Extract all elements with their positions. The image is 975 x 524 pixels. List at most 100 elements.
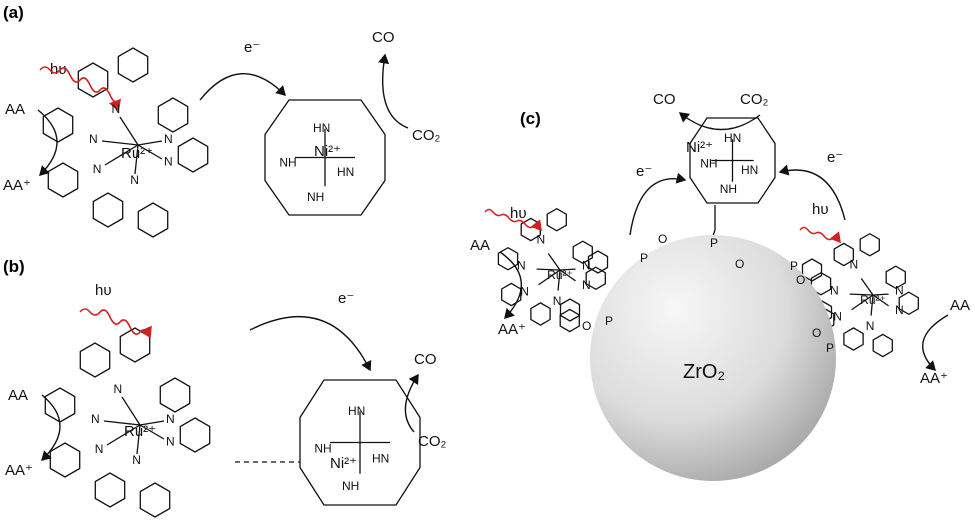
pyridine-ring — [559, 298, 581, 322]
bond — [872, 294, 889, 307]
electron-label-right: e⁻ — [827, 149, 843, 166]
zro2-sphere — [590, 235, 836, 481]
co-label: CO — [414, 351, 437, 368]
bond — [104, 144, 139, 166]
aa-plus-label-right: AA⁺ — [920, 370, 948, 387]
co-label: CO — [653, 91, 676, 108]
pyridine-ring — [859, 232, 880, 257]
phosphorus-atom: P — [605, 314, 613, 328]
ni-center: Ni²⁺ — [330, 455, 357, 472]
aa-plus-label: AA⁺ — [5, 462, 33, 479]
bond — [139, 424, 165, 440]
panel-a: (a) hυ Ru²⁺ e⁻ Ni²⁺ CO CO₂ AA AA⁺ — [3, 3, 441, 194]
atom-n: N — [895, 283, 904, 297]
light-label: hυ — [50, 61, 67, 78]
aa-oxidation-arrow — [37, 109, 58, 176]
atom-n: N — [866, 319, 875, 333]
ru-center-right: Ru²⁺ — [860, 293, 886, 307]
atom-n: N — [166, 412, 175, 426]
pyridine-ring — [572, 240, 593, 265]
bond — [547, 253, 561, 271]
atom-n: N — [582, 278, 591, 292]
phosphorus-atom: P — [710, 236, 718, 250]
atom-n: N — [166, 434, 175, 448]
pyridine-ring — [872, 333, 893, 358]
bond — [559, 268, 576, 271]
pyridine-ring — [49, 442, 81, 478]
atom-n: N — [895, 303, 904, 317]
pyridine-ring — [79, 342, 111, 378]
pyridine-ring — [843, 327, 864, 351]
bond — [103, 420, 141, 426]
bond — [121, 396, 141, 426]
light-wave-right — [799, 226, 841, 244]
aa-label-left: AA — [470, 237, 490, 254]
pyridine-ring — [177, 137, 209, 173]
co2-reduction-arrow — [404, 373, 419, 433]
light-label-left: hυ — [510, 205, 527, 222]
atom-n: N — [537, 232, 546, 246]
atom-n: N — [93, 162, 102, 176]
oxygen-atom: O — [658, 232, 667, 246]
pyridine-ring — [179, 417, 211, 453]
atom-n: N — [91, 412, 100, 426]
bond — [137, 144, 163, 160]
panel-c-label: (c) — [520, 109, 541, 128]
light-label: hυ — [95, 282, 112, 299]
light-wave — [39, 66, 122, 112]
phosphorus-atom: P — [640, 251, 648, 265]
oxygen-atom: O — [796, 273, 805, 287]
panel-b: (b) hυ Ru²⁺ e⁻ Ni²⁺ CO CO₂ AA AA⁺ — [3, 257, 447, 479]
pyridine-ring — [501, 282, 522, 307]
pyridine-ring — [77, 62, 109, 98]
cyclam-macrocycle — [689, 117, 776, 204]
bond — [134, 144, 139, 175]
atom-n: N — [112, 102, 121, 116]
light-label-right: hυ — [812, 201, 829, 218]
atom-n: N — [114, 382, 123, 396]
atom-hn: HN — [724, 131, 741, 145]
bond — [101, 140, 139, 146]
phosphorus-atom: P — [826, 341, 834, 355]
atom-n: N — [520, 284, 529, 298]
atom-n: N — [89, 132, 98, 146]
electron-arrow-right — [778, 164, 846, 221]
atom-nh: NH — [314, 442, 331, 456]
pyridine-ring — [44, 387, 76, 423]
atom-n: N — [830, 283, 839, 297]
cyclam-macrocycle — [264, 99, 386, 216]
electron-label: e⁻ — [244, 39, 260, 56]
electron-transfer-arrow — [249, 316, 372, 372]
atom-n: N — [95, 442, 104, 456]
atom-hn: HN — [337, 165, 354, 179]
atom-nh: NH — [342, 479, 359, 493]
ni-center: Ni²⁺ — [686, 139, 713, 156]
bond — [536, 268, 561, 271]
co2-label: CO₂ — [740, 91, 769, 108]
atom-n: N — [850, 257, 859, 271]
bond — [119, 116, 139, 146]
bond — [136, 424, 141, 455]
atom-n: N — [164, 154, 173, 168]
pyridine-ring — [587, 250, 609, 274]
co2-label: CO₂ — [418, 433, 447, 450]
bond — [557, 269, 561, 291]
panel-a-label: (a) — [3, 3, 24, 22]
atom-hn: HN — [741, 163, 758, 177]
aa-label: AA — [5, 101, 25, 118]
atom-n: N — [132, 453, 141, 467]
pyridine-ring — [585, 266, 606, 291]
pyridine-ring — [159, 377, 191, 413]
pyridine-ring — [117, 47, 149, 83]
pyridine-ring — [530, 302, 551, 326]
bond — [538, 269, 561, 286]
pyridine-ring — [546, 207, 567, 232]
atom-n: N — [833, 309, 842, 323]
electron-transfer-arrow — [199, 73, 286, 101]
pyridine-ring — [42, 107, 74, 143]
pyridine-ring — [94, 472, 126, 508]
cyclam-macrocycle — [299, 379, 421, 506]
atom-hn: HN — [348, 404, 365, 418]
